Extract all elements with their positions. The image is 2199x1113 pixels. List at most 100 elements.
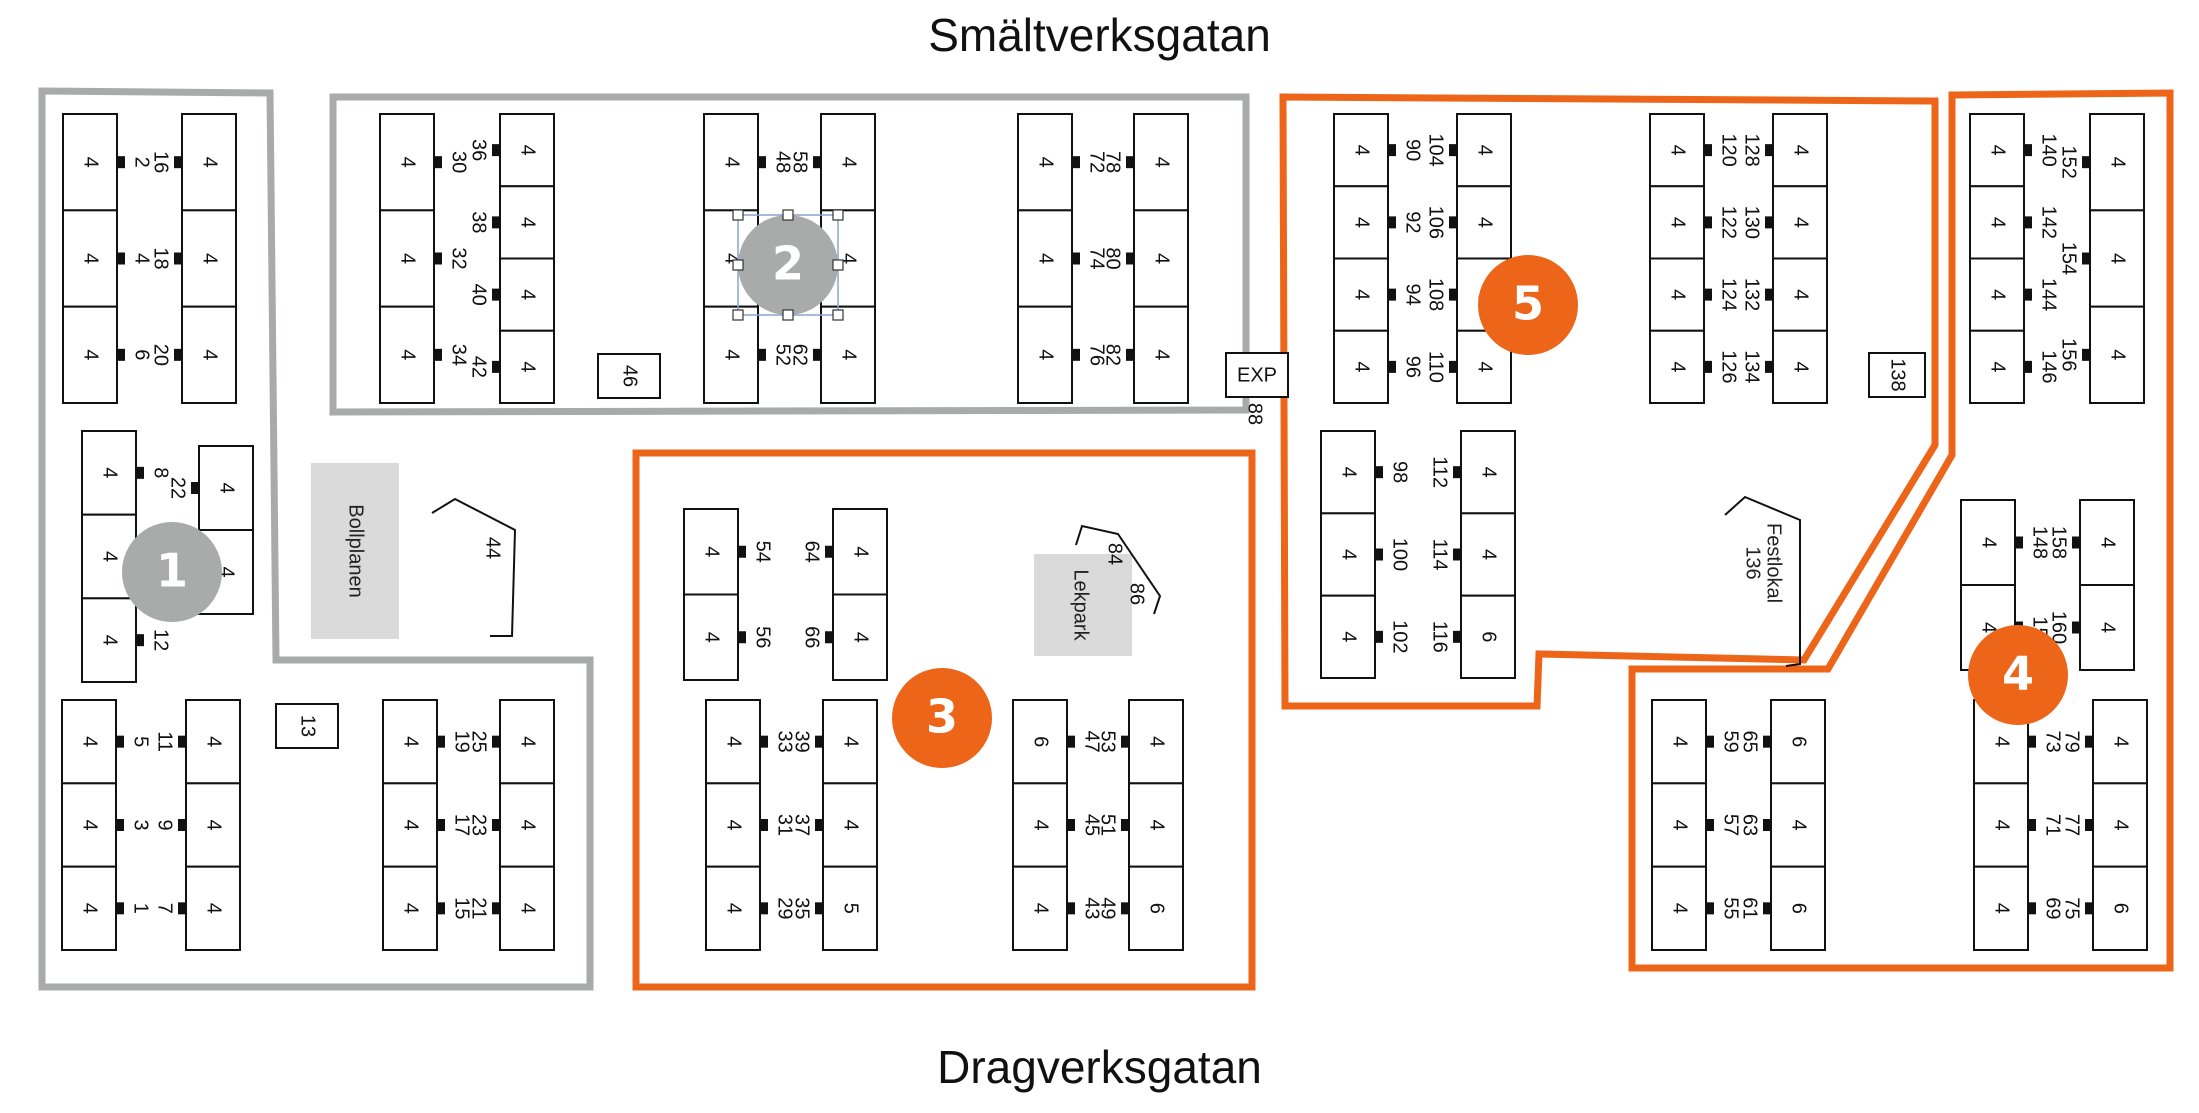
table-seat-block[interactable]: 416 [150, 113, 237, 212]
table-seat-block[interactable]: 440 [468, 257, 555, 332]
table-seat-block[interactable]: 649 [1097, 865, 1184, 952]
booth-13[interactable] [275, 703, 339, 749]
zone-3-marker[interactable]: 3 [892, 668, 992, 768]
lekpark-area[interactable] [1034, 554, 1132, 656]
table-seat-block[interactable]: 423 [468, 782, 555, 868]
table-seat-block[interactable]: 464 [801, 508, 888, 596]
zone-5-marker[interactable]: 5 [1478, 255, 1578, 355]
table-seat-block[interactable]: 535 [791, 865, 878, 952]
table-seat-block[interactable]: 47 [154, 865, 241, 952]
table-seat-block[interactable]: 480 [1102, 209, 1189, 308]
table-seat-block[interactable]: 439 [791, 699, 878, 785]
table-seat-block[interactable]: 665 [1739, 699, 1826, 785]
table-seat-block[interactable]: 436 [468, 113, 555, 188]
table-seat-block[interactable]: 479 [2061, 699, 2148, 785]
table-seat-block[interactable]: 442 [468, 329, 555, 404]
table-seat-block[interactable]: 466 [801, 593, 888, 681]
table-seat-block[interactable]: 477 [2061, 782, 2148, 868]
table-seat-block[interactable]: 462 [789, 305, 876, 404]
booth-exp[interactable] [1225, 352, 1289, 398]
table-seat-block[interactable]: 458 [789, 113, 876, 212]
table-seat-block[interactable]: 661 [1739, 865, 1826, 952]
booth-46[interactable] [597, 353, 661, 399]
table-seat-block[interactable]: 411 [154, 699, 241, 785]
table-seat-block[interactable]: 453 [1097, 699, 1184, 785]
table-seat-block[interactable]: 482 [1102, 305, 1189, 404]
zone-1-outline[interactable] [38, 87, 594, 991]
zone-2-outline[interactable] [329, 93, 1250, 416]
table-seat-block[interactable]: 675 [2061, 865, 2148, 952]
zone-4-outline[interactable] [1628, 89, 2174, 972]
table-seat-block[interactable]: 422 [167, 445, 254, 531]
table-seat-block[interactable]: 437 [791, 782, 878, 868]
selection-handles[interactable] [732, 209, 844, 321]
zone-1-marker[interactable]: 1 [122, 522, 222, 622]
table-seat-block[interactable]: 478 [1102, 113, 1189, 212]
zone-5-outline[interactable] [1279, 93, 1939, 710]
table-seat-block[interactable]: 425 [468, 699, 555, 785]
table-seat-block[interactable]: 420 [150, 305, 237, 404]
table-seat-block[interactable]: 438 [468, 185, 555, 260]
table-seat-block[interactable]: 463 [1739, 782, 1826, 868]
zone-3-outline[interactable] [632, 449, 1256, 991]
table-seat-block[interactable]: 421 [468, 865, 555, 952]
